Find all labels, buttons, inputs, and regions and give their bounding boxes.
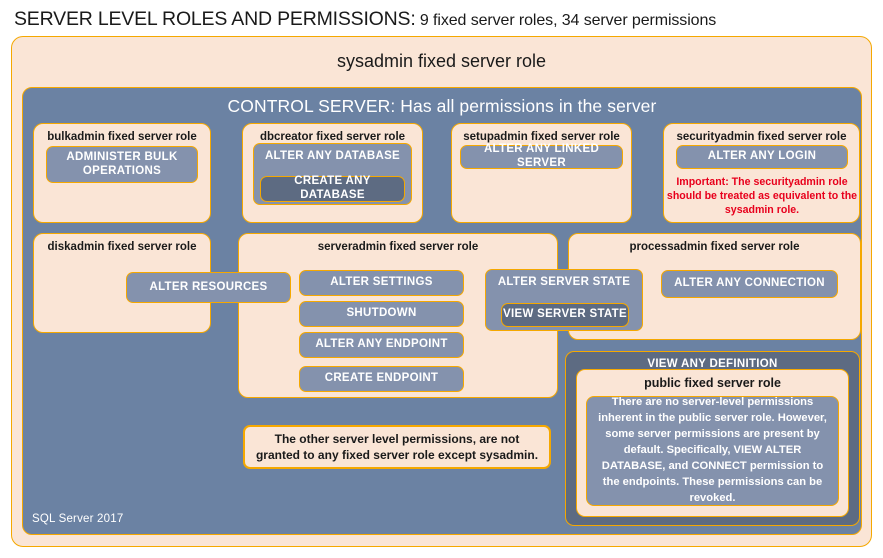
role-title-dbcreator: dbcreator fixed server role: [259, 131, 406, 143]
permission-alter-any-connection[interactable]: ALTER ANY CONNECTION: [661, 270, 838, 298]
role-title-public: public fixed server role: [644, 376, 781, 390]
control-server-heading: CONTROL SERVER: Has all permissions in t…: [227, 96, 657, 116]
footer-sql-server-version: SQL Server 2017: [32, 513, 124, 525]
permission-administer-bulk-operations[interactable]: ADMINISTER BULK OPERATIONS: [46, 146, 198, 183]
permission-alter-resources[interactable]: ALTER RESOURCES: [126, 272, 291, 303]
note-other-permissions: The other server level permissions, are …: [243, 425, 551, 469]
role-title-setupadmin: setupadmin fixed server role: [463, 131, 620, 143]
page-title: SERVER LEVEL ROLES AND PERMISSIONS: 9 fi…: [14, 8, 874, 34]
permission-alter-any-endpoint[interactable]: ALTER ANY ENDPOINT: [299, 332, 464, 358]
role-title-serveradmin: serveradmin fixed server role: [317, 241, 479, 253]
permission-create-endpoint[interactable]: CREATE ENDPOINT: [299, 366, 464, 392]
role-box-diskadmin: diskadmin fixed server role: [33, 233, 211, 333]
securityadmin-warning-text: Important: The securityadmin role should…: [666, 176, 858, 216]
permission-create-any-database[interactable]: CREATE ANY DATABASE: [260, 175, 405, 202]
page-title-main: SERVER LEVEL ROLES AND PERMISSIONS:: [14, 8, 416, 30]
role-box-setupadmin: setupadmin fixed server role: [451, 123, 632, 223]
permission-alter-settings[interactable]: ALTER SETTINGS: [299, 270, 464, 296]
permission-shutdown[interactable]: SHUTDOWN: [299, 301, 464, 327]
permission-view-server-state[interactable]: VIEW SERVER STATE: [501, 303, 629, 327]
role-box-securityadmin: securityadmin fixed server role: [663, 123, 860, 223]
permission-view-any-definition[interactable]: VIEW ANY DEFINITION: [647, 358, 778, 370]
role-title-processadmin: processadmin fixed server role: [629, 241, 800, 253]
public-role-description: There are no server-level permissions in…: [586, 396, 839, 506]
role-title-bulkadmin: bulkadmin fixed server role: [47, 131, 197, 143]
sysadmin-role-label: sysadmin fixed server role: [336, 51, 547, 71]
permission-alter-any-login[interactable]: ALTER ANY LOGIN: [676, 145, 848, 169]
page-title-subtitle: 9 fixed server roles, 34 server permissi…: [415, 12, 717, 29]
role-title-securityadmin: securityadmin fixed server role: [676, 131, 847, 143]
permission-alter-any-linked-server[interactable]: ALTER ANY LINKED SERVER: [460, 143, 623, 169]
role-title-diskadmin: diskadmin fixed server role: [47, 241, 197, 253]
